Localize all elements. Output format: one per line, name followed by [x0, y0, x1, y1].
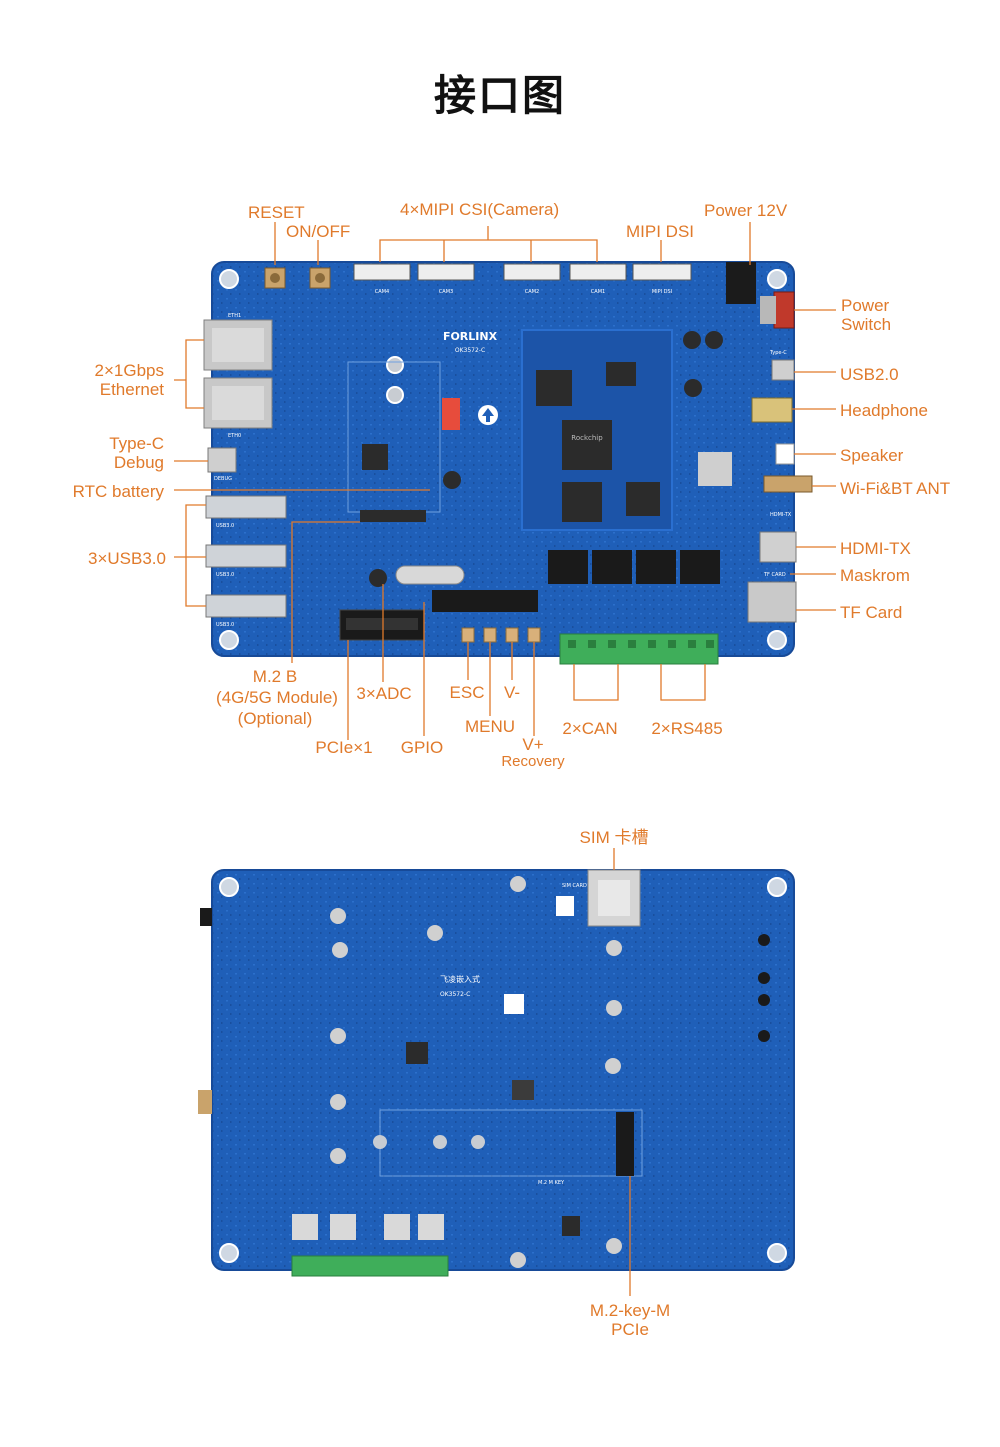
power-jack-shape: [726, 262, 756, 304]
label-mipi-csi: 4×MIPI CSI(Camera): [400, 200, 560, 219]
label-gpio: GPIO: [400, 738, 444, 757]
label-power-switch-line2: Switch: [841, 315, 892, 334]
dsi-silk: MIPI DSI: [652, 289, 672, 295]
tfcard-slot-shape: [747, 581, 797, 623]
power-switch-shape: [773, 291, 795, 329]
label-ethernet-line1: 2×1Gbps: [94, 361, 164, 380]
debug-silk: DEBUG: [214, 476, 232, 482]
label-recovery: Recovery: [501, 753, 565, 770]
label-mipi-dsi: MIPI DSI: [626, 222, 695, 241]
label-maskrom: Maskrom: [840, 566, 910, 585]
typec-port-shape: [207, 447, 237, 473]
mount-hole: [767, 630, 787, 650]
terminal-block-shape: [559, 633, 719, 665]
label-rs485: 2×RS485: [651, 719, 723, 738]
mount-hole: [767, 1243, 787, 1263]
typec-silk: Type-C: [769, 350, 787, 356]
label-m2b-line3: (Optional): [237, 709, 313, 728]
m2m-slot-shape: [616, 1112, 634, 1176]
label-headphone: Headphone: [840, 401, 928, 420]
gpio-header-shape: [432, 590, 538, 612]
rtc-battery-shape: [395, 565, 465, 585]
label-v-plus: V+: [522, 735, 544, 754]
mount-hole: [219, 630, 239, 650]
mount-hole: [219, 1243, 239, 1263]
antenna-connector-shape: [763, 475, 813, 493]
label-menu: MENU: [464, 717, 516, 736]
usb-silk: USB3.0: [216, 622, 234, 628]
model-silk: OK3572-C: [455, 347, 485, 354]
label-reset: RESET: [248, 203, 305, 222]
hdmi-silk: HDMI-TX: [770, 512, 792, 518]
label-v-minus: V-: [503, 683, 521, 702]
soc-silk: Rockchip: [571, 434, 603, 442]
label-ethernet-line2: Ethernet: [99, 380, 164, 399]
speaker-connector-shape: [775, 443, 795, 465]
label-power-switch-line1: Power: [841, 296, 890, 315]
hdmi-port-shape: [759, 531, 797, 563]
usb-silk: USB3.0: [216, 572, 234, 578]
label-m2-key-m-line1: M.2-key-M: [589, 1301, 671, 1320]
brand-silk: FORLINX: [443, 330, 498, 343]
label-pcie: PCIe×1: [315, 738, 373, 757]
usb30-port-shape: [205, 544, 287, 568]
label-hdmi-tx: HDMI-TX: [840, 539, 911, 558]
page-title: 接口图: [433, 71, 566, 120]
mount-hole: [767, 269, 787, 289]
label-typec-line2: Debug: [113, 453, 164, 472]
usb30-port-shape: [205, 495, 287, 519]
label-esc: ESC: [449, 683, 485, 702]
label-onoff: ON/OFF: [286, 222, 351, 241]
tf-silk: TF CARD: [763, 572, 786, 578]
label-tf-card: TF Card: [840, 603, 903, 622]
mount-hole: [219, 269, 239, 289]
m2b-slot: [360, 510, 426, 522]
usb30-port-shape: [205, 594, 287, 618]
sim-silk: SIM CARD: [562, 883, 587, 889]
label-m2b-line1: M.2 B: [252, 667, 298, 686]
label-rtc-battery: RTC battery: [72, 482, 164, 501]
cam4-silk: CAM4: [375, 289, 389, 295]
top-board: CAM4 CAM3 CAM2 CAM1 MIPI DSI ETH1 ETH0 D…: [203, 261, 813, 665]
bottom-leader-lines: [613, 848, 631, 1296]
m2m-silk: M.2 M KEY: [538, 1180, 565, 1186]
headphone-jack-shape: [751, 397, 793, 423]
label-usb30: 3×USB3.0: [88, 549, 166, 568]
soc-chip: [562, 420, 612, 470]
top-leader-lines: [174, 222, 836, 740]
label-m2-key-m-line2: PCIe: [611, 1320, 649, 1339]
eth0-silk: ETH0: [228, 433, 241, 439]
cam1-silk: CAM1: [591, 289, 605, 295]
label-sim-slot: SIM 卡槽: [579, 828, 649, 847]
mount-hole: [767, 877, 787, 897]
label-speaker: Speaker: [840, 446, 904, 465]
label-wifi-bt-ant: Wi-Fi&BT ANT: [840, 479, 951, 498]
label-adc: 3×ADC: [356, 684, 412, 703]
label-typec-line1: Type-C: [109, 434, 164, 453]
label-m2b-line2: (4G/5G Module): [216, 688, 338, 707]
dip-switch: [442, 398, 460, 430]
label-power-12v: Power 12V: [704, 201, 788, 220]
label-usb20: USB2.0: [840, 365, 899, 384]
usb-silk: USB3.0: [216, 523, 234, 529]
eth1-silk: ETH1: [228, 313, 241, 319]
bottom-board: SIM CARD 飞凌嵌入式 OK3572-C M.2 M KEY: [198, 869, 795, 1277]
cn-brand-silk: 飞凌嵌入式: [440, 974, 480, 984]
model-silk-bottom: OK3572-C: [440, 991, 470, 998]
cam3-silk: CAM3: [439, 289, 453, 295]
mount-hole: [219, 877, 239, 897]
usb20-port-shape: [771, 359, 795, 381]
label-can: 2×CAN: [562, 719, 618, 738]
cam2-silk: CAM2: [525, 289, 539, 295]
